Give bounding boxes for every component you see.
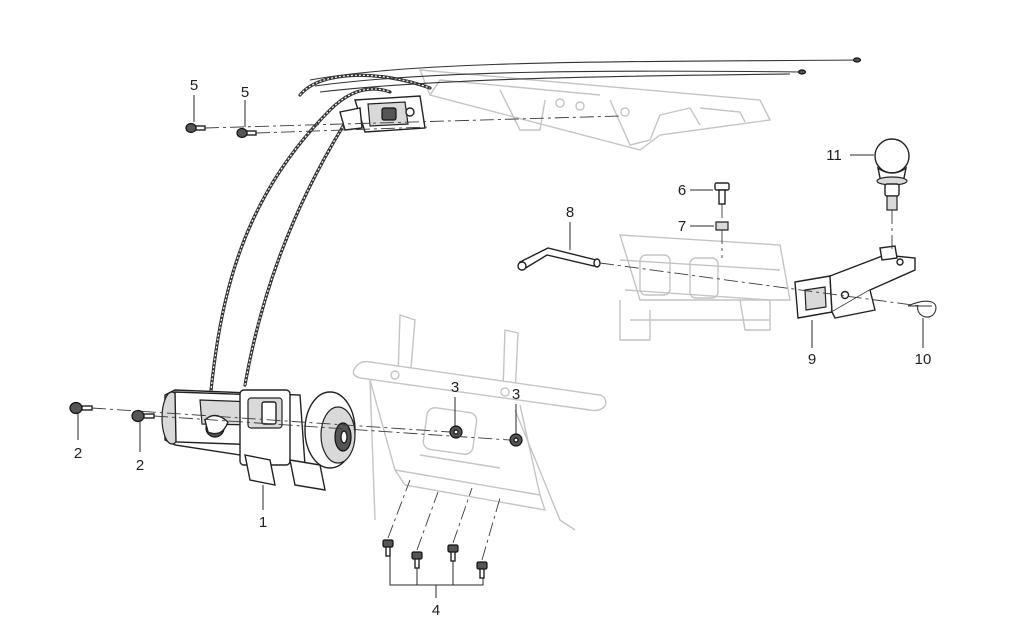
hitch-mount-frame-ghost — [619, 234, 791, 341]
callout-3b: 3 — [512, 386, 520, 403]
bolt-5a — [185, 122, 206, 134]
callout-5a: 5 — [190, 77, 198, 94]
rear-rack-frame-ghost — [418, 69, 772, 151]
winch-assembly — [161, 389, 356, 491]
callout-5b: 5 — [241, 84, 249, 101]
washer-3b — [509, 433, 523, 447]
front-bumper-frame-ghost — [352, 314, 607, 531]
callout-3a: 3 — [451, 379, 459, 396]
hitch-pin — [517, 247, 601, 271]
washer-3a — [449, 425, 463, 439]
callout-11: 11 — [826, 147, 842, 164]
bolt-2a — [69, 401, 93, 415]
callout-4: 4 — [432, 602, 440, 619]
callout-1: 1 — [259, 514, 267, 531]
hitch-receiver — [794, 245, 916, 319]
bolt-6 — [714, 182, 730, 205]
bolt-5b — [236, 127, 257, 139]
callout-9: 9 — [808, 351, 816, 368]
callout-10: 10 — [915, 351, 932, 368]
callout-7: 7 — [678, 218, 686, 235]
leader-lines — [77, 95, 924, 598]
callout-labels: 1 2 2 3 3 4 5 5 6 7 8 9 10 11 — [74, 77, 932, 619]
callout-2a: 2 — [74, 445, 82, 462]
hitch-pin-clip — [907, 300, 937, 318]
assembly-axes — [91, 115, 921, 561]
bolt-2b — [131, 409, 155, 423]
callout-6: 6 — [678, 182, 686, 199]
callout-2b: 2 — [136, 457, 144, 474]
hitch-ball — [874, 138, 910, 211]
winch-contactor-bracket — [339, 95, 426, 133]
winch-control-cables — [208, 57, 862, 402]
callout-8: 8 — [566, 204, 574, 221]
mount-bolts-4 — [382, 539, 488, 579]
nut-7 — [715, 221, 729, 231]
